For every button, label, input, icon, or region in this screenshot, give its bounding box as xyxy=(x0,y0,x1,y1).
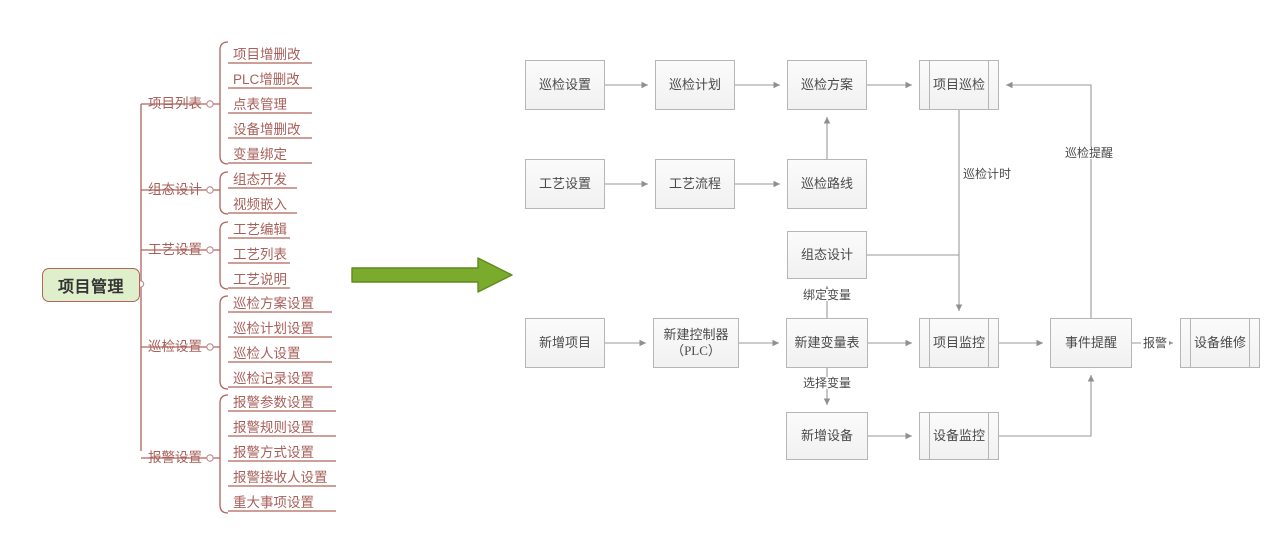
mindmap-branch-报警设置[interactable]: 报警设置 xyxy=(148,450,202,465)
flow-edge-label-巡检计时: 巡检计时 xyxy=(961,167,1014,181)
flow-node-事件提醒[interactable]: 事件提醒 xyxy=(1050,318,1132,368)
flow-node-设备监控[interactable]: 设备监控 xyxy=(919,412,999,460)
mindmap-leaf-重大事项设置[interactable]: 重大事项设置 xyxy=(233,495,314,510)
flow-node-设备维修[interactable]: 设备维修 xyxy=(1180,318,1260,368)
mindmap-leaf-组态开发[interactable]: 组态开发 xyxy=(233,172,287,187)
mindmap-handles[interactable] xyxy=(136,100,214,462)
flow-node-项目巡检[interactable]: 项目巡检 xyxy=(919,60,999,110)
mindmap-leaf-巡检记录设置[interactable]: 巡检记录设置 xyxy=(233,371,314,386)
flow-node-工艺流程[interactable]: 工艺流程 xyxy=(655,159,735,209)
flow-node-项目监控[interactable]: 项目监控 xyxy=(919,318,999,368)
mindmap-leaf-视频嵌入[interactable]: 视频嵌入 xyxy=(233,197,287,212)
green-transition-arrow xyxy=(351,257,513,293)
mindmap-root-node[interactable]: 项目管理 xyxy=(42,268,140,302)
mindmap-root-label: 项目管理 xyxy=(57,279,124,296)
flow-node-巡检路线[interactable]: 巡检路线 xyxy=(787,159,867,209)
mindmap-leaf-项目增删改[interactable]: 项目增删改 xyxy=(233,47,301,62)
mindmap-leaf-巡检人设置[interactable]: 巡检人设置 xyxy=(233,346,301,361)
flow-node-工艺设置[interactable]: 工艺设置 xyxy=(525,159,605,209)
mindmap-branch-巡检设置[interactable]: 巡检设置 xyxy=(148,339,202,354)
flow-edge-label-巡检提醒: 巡检提醒 xyxy=(1063,146,1116,160)
mindmap-leaf-PLC增删改[interactable]: PLC增删改 xyxy=(233,72,300,87)
mindmap-branch-项目列表[interactable]: 项目列表 xyxy=(148,96,202,111)
mindmap-leaf-设备增删改[interactable]: 设备增删改 xyxy=(233,122,301,137)
mindmap-leaf-报警接收人设置[interactable]: 报警接收人设置 xyxy=(233,470,328,485)
flow-node-巡检设置[interactable]: 巡检设置 xyxy=(525,60,605,110)
flow-edge-label-选择变量: 选择变量 xyxy=(801,376,854,390)
flow-node-巡检方案[interactable]: 巡检方案 xyxy=(787,60,867,110)
flow-node-巡检计划[interactable]: 巡检计划 xyxy=(655,60,735,110)
mindmap-leaf-变量绑定[interactable]: 变量绑定 xyxy=(233,147,287,162)
mindmap-leaf-报警方式设置[interactable]: 报警方式设置 xyxy=(233,445,314,460)
mindmap-leaf-工艺列表[interactable]: 工艺列表 xyxy=(233,247,287,262)
mindmap-leaf-工艺说明[interactable]: 工艺说明 xyxy=(233,272,287,287)
mindmap-leaf-点表管理[interactable]: 点表管理 xyxy=(233,97,287,112)
mindmap-leaf-巡检计划设置[interactable]: 巡检计划设置 xyxy=(233,321,314,336)
mindmap-leaf-报警参数设置[interactable]: 报警参数设置 xyxy=(233,395,314,410)
flow-node-新增设备[interactable]: 新增设备 xyxy=(786,412,868,460)
flow-edge-label-报警: 报警 xyxy=(1141,336,1170,350)
flow-node-新增项目[interactable]: 新增项目 xyxy=(525,318,605,368)
mindmap-branch-组态设计[interactable]: 组态设计 xyxy=(148,182,202,197)
mindmap-branch-工艺设置[interactable]: 工艺设置 xyxy=(148,242,202,257)
mindmap-leaf-工艺编辑[interactable]: 工艺编辑 xyxy=(233,222,287,237)
flow-edge-label-绑定变量: 绑定变量 xyxy=(801,288,854,302)
flow-node-组态设计[interactable]: 组态设计 xyxy=(787,231,867,279)
mindmap-leaf-巡检方案设置[interactable]: 巡检方案设置 xyxy=(233,296,314,311)
flow-node-新建控制器[interactable]: 新建控制器 （PLC） xyxy=(653,318,739,368)
flow-connectors xyxy=(605,81,1173,440)
flow-node-新建变量表[interactable]: 新建变量表 xyxy=(786,318,868,368)
mindmap-leaf-报警规则设置[interactable]: 报警规则设置 xyxy=(233,420,314,435)
